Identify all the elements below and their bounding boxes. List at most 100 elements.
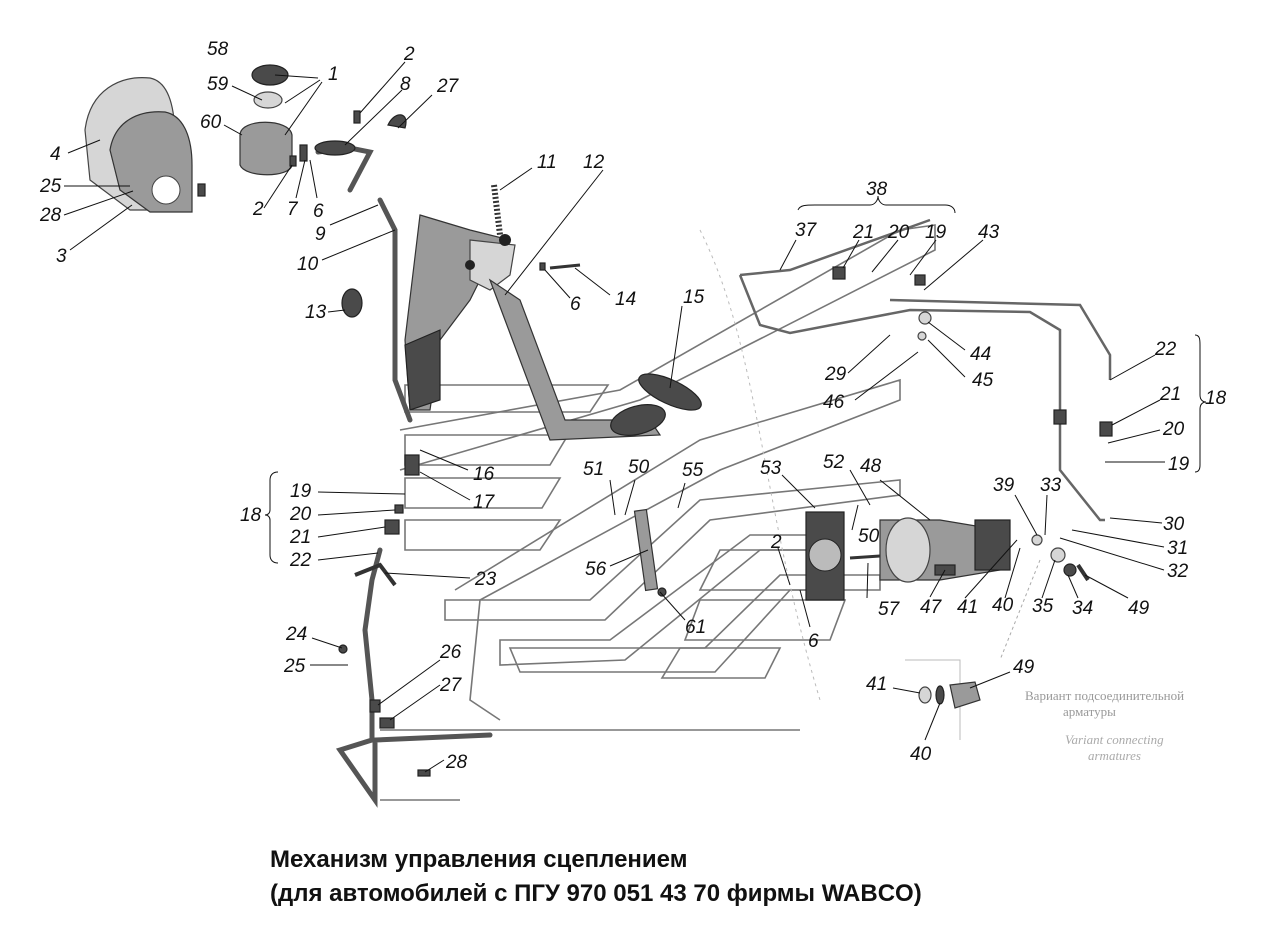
callout-20b: 20: [1162, 419, 1185, 440]
callout-11: 11: [537, 152, 557, 173]
diagram-caption-line1: Механизм управления сцеплением: [270, 846, 688, 873]
callout-41b: 41: [866, 674, 887, 695]
callout-27: 27: [436, 76, 460, 97]
pedal-pad: [610, 404, 666, 436]
variant-label-en-1: Variant connecting: [1065, 732, 1164, 747]
callout-37: 37: [795, 220, 818, 241]
cab-floor-outlines: [380, 224, 1041, 801]
pedal-rubber-15: [638, 373, 702, 411]
callout-32: 32: [1167, 561, 1189, 582]
callout-55: 55: [682, 460, 704, 481]
callout-51: 51: [583, 459, 604, 480]
callout-10: 10: [297, 254, 319, 275]
callout-25b: 25: [283, 656, 306, 677]
callout-27b: 27: [439, 675, 463, 696]
servo-unit-pgu: [633, 508, 1090, 601]
callout-21c: 21: [289, 527, 311, 548]
callout-13: 13: [305, 302, 327, 323]
stopper-13: [341, 288, 363, 318]
rod-56: [633, 508, 659, 592]
callout-49b: 49: [1013, 657, 1035, 678]
callout-48: 48: [860, 456, 882, 477]
callout-19: 19: [925, 222, 947, 243]
callout-22b: 22: [289, 550, 312, 571]
callout-52: 52: [823, 452, 845, 473]
callout-28b: 28: [445, 752, 468, 773]
callout-2c: 2: [770, 532, 782, 553]
callout-33: 33: [1040, 475, 1062, 496]
callout-3: 3: [56, 246, 67, 267]
callout-50: 50: [628, 457, 650, 478]
callout-21b: 21: [1159, 384, 1181, 405]
pedal-assembly: [341, 184, 702, 441]
reservoir-assembly: [84, 64, 407, 213]
group-brackets: [264, 195, 1207, 564]
diagram-caption-line2: (для автомобилей с ПГУ 970 051 43 70 фир…: [270, 880, 922, 907]
callout-38: 38: [866, 179, 888, 200]
callout-23: 23: [474, 569, 497, 590]
callout-41: 41: [957, 597, 978, 618]
hydraulic-lines: [335, 218, 1113, 808]
callout-35: 35: [1032, 596, 1054, 617]
callout-2: 2: [403, 44, 415, 65]
callout-6: 6: [313, 201, 324, 222]
callout-6c: 6: [808, 631, 819, 652]
callout-16: 16: [473, 464, 495, 485]
variant-label-en-2: armatures: [1088, 748, 1141, 763]
callout-59: 59: [207, 74, 229, 95]
callout-44: 44: [970, 344, 991, 365]
callout-40b: 40: [910, 744, 932, 765]
spring-11: [491, 184, 503, 236]
callout-12: 12: [583, 152, 605, 173]
callout-19b: 19: [1168, 454, 1190, 475]
callout-45: 45: [972, 370, 994, 391]
callout-19c: 19: [290, 481, 312, 502]
callout-24: 24: [285, 624, 307, 645]
callout-30: 30: [1163, 514, 1185, 535]
callout-14: 14: [615, 289, 636, 310]
leader-lines: [63, 61, 1165, 773]
callout-26: 26: [439, 642, 462, 663]
callout-labels: 58 1 2 8 27 59 60 4 25 28 3 2 7 6 9 10 1…: [39, 39, 1227, 773]
variant-label-ru-1: Вариант подсоединительной: [1025, 688, 1184, 703]
callout-50b: 50: [858, 526, 880, 547]
callout-58: 58: [207, 39, 229, 60]
callout-17: 17: [473, 492, 496, 513]
callout-29: 29: [824, 364, 847, 385]
callout-28: 28: [39, 205, 62, 226]
callout-20: 20: [887, 222, 910, 243]
callout-31: 31: [1167, 538, 1188, 559]
reservoir-cap-58: [251, 64, 289, 86]
variant-label-ru-2: арматуры: [1063, 704, 1116, 719]
callout-49: 49: [1128, 598, 1150, 619]
callout-25: 25: [39, 176, 62, 197]
callout-43: 43: [978, 222, 1000, 243]
callout-4: 4: [50, 144, 61, 165]
callout-39: 39: [993, 475, 1015, 496]
callout-9: 9: [315, 224, 326, 245]
callout-56: 56: [585, 559, 607, 580]
callout-15: 15: [683, 287, 705, 308]
callout-34: 34: [1072, 598, 1093, 619]
variant-armatures: Вариант подсоединительной арматуры Varia…: [905, 659, 1184, 763]
filter-59: [253, 91, 283, 109]
callout-61: 61: [685, 617, 706, 638]
callout-40: 40: [992, 595, 1014, 616]
pipe-10: [377, 197, 413, 423]
callout-7: 7: [287, 199, 299, 220]
callout-2b: 2: [252, 199, 264, 220]
reservoir-60: [239, 121, 293, 176]
callout-57: 57: [878, 599, 901, 620]
callout-46: 46: [823, 392, 845, 413]
callout-8: 8: [400, 74, 411, 95]
callout-6b: 6: [570, 294, 581, 315]
callout-47: 47: [920, 597, 943, 618]
callout-22: 22: [1154, 339, 1177, 360]
callout-18: 18: [1205, 388, 1227, 409]
callout-1: 1: [328, 64, 339, 85]
callout-60: 60: [200, 112, 222, 133]
callout-18b: 18: [240, 505, 262, 526]
callout-21: 21: [852, 222, 874, 243]
callout-53: 53: [760, 458, 782, 479]
